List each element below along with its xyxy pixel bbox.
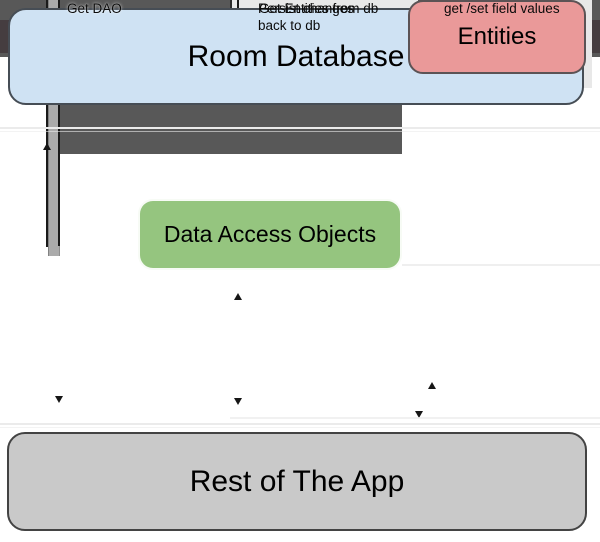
arrowhead-up-icon [428, 382, 436, 389]
node-entities: Entities [408, 0, 586, 74]
edge-label-persist-changes: Persist changes back to db [258, 1, 355, 33]
streak-line [0, 127, 600, 129]
streak-line [0, 427, 600, 428]
arrowhead-up-icon [234, 293, 242, 300]
edge-label-get-entities-from-db: Get Entities from db [259, 1, 379, 16]
get-dao-line-up [46, 0, 48, 247]
node-data-access-objects-label: Data Access Objects [163, 221, 377, 247]
edge-label-get-set-field-values: get /set field values [444, 1, 560, 16]
get-dao-line-down [58, 0, 60, 246]
node-rest-of-the-app: Rest of The App [7, 432, 587, 531]
node-entities-label: Entities [457, 23, 537, 50]
streak-line [230, 417, 600, 419]
edge-label-get-dao: Get DAO [67, 1, 122, 16]
streak-line [402, 264, 600, 266]
arrowhead-up-icon [43, 143, 51, 150]
arrowhead-down-icon [415, 411, 423, 418]
streak-line [0, 423, 600, 425]
node-room-database-label: Room Database [187, 39, 405, 73]
arrowhead-down-icon [234, 398, 242, 405]
arrowhead-down-icon [55, 396, 63, 403]
streak-line [0, 131, 600, 132]
node-rest-of-the-app-label: Rest of The App [189, 464, 405, 498]
node-data-access-objects: Data Access Objects [138, 199, 402, 270]
